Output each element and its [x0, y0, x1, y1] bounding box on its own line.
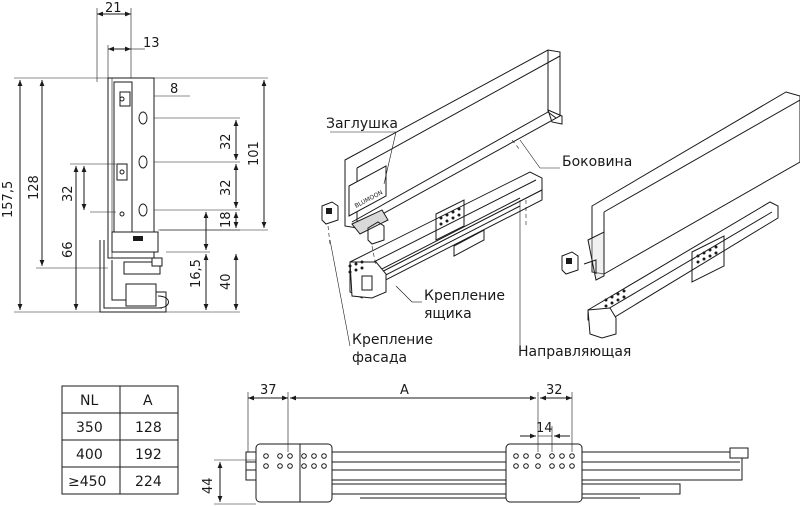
dim-8: 8	[170, 82, 178, 97]
dim-16-5: 16,5	[189, 259, 204, 288]
dim-32-left: 32	[61, 185, 76, 202]
dim-14: 14	[536, 421, 553, 436]
assembled-view	[561, 91, 800, 339]
label-napravlyayushchaya: Направляющая	[518, 344, 631, 360]
table-cell: 224	[135, 474, 162, 490]
label-kreplenie-yashchika-1: Крепление	[424, 288, 505, 304]
runner-top-view: 37 A 32 14 44	[201, 383, 749, 505]
table-header-a: A	[143, 393, 153, 409]
dim-128: 128	[27, 175, 42, 200]
dim-13: 13	[143, 36, 160, 51]
dim-32-mid: 32	[219, 179, 234, 196]
dim-a: A	[400, 383, 409, 398]
dim-157: 157,5	[1, 181, 16, 218]
table-cell: 128	[135, 420, 162, 436]
dim-40: 40	[219, 273, 234, 290]
dim-44: 44	[201, 477, 216, 494]
label-zaglushka: Заглушка	[326, 116, 398, 132]
dim-32-bottom: 32	[546, 383, 563, 398]
dim-18: 18	[219, 211, 234, 228]
table-cell: 350	[76, 420, 103, 436]
label-kreplenie-fasada-1: Крепление	[352, 332, 433, 348]
table-header-nl: NL	[80, 393, 98, 409]
dim-21: 21	[105, 1, 122, 16]
nl-table: NL A 350 128 400 192 ≥450 224	[61, 385, 179, 495]
dim-32-top: 32	[219, 133, 234, 150]
side-profile-view: 21 13 8 157,5	[1, 1, 268, 313]
label-kreplenie-yashchika-2: ящика	[424, 306, 472, 322]
label-bokovina: Боковина	[562, 154, 632, 170]
dim-101: 101	[247, 141, 262, 166]
table-cell: 400	[76, 447, 103, 463]
dim-66: 66	[61, 241, 76, 258]
exploded-view: BLUMOON	[321, 49, 632, 366]
dim-37: 37	[260, 383, 277, 398]
table-cell: ≥450	[68, 474, 106, 490]
label-kreplenie-fasada-2: фасада	[352, 350, 407, 366]
table-cell: 192	[135, 447, 162, 463]
